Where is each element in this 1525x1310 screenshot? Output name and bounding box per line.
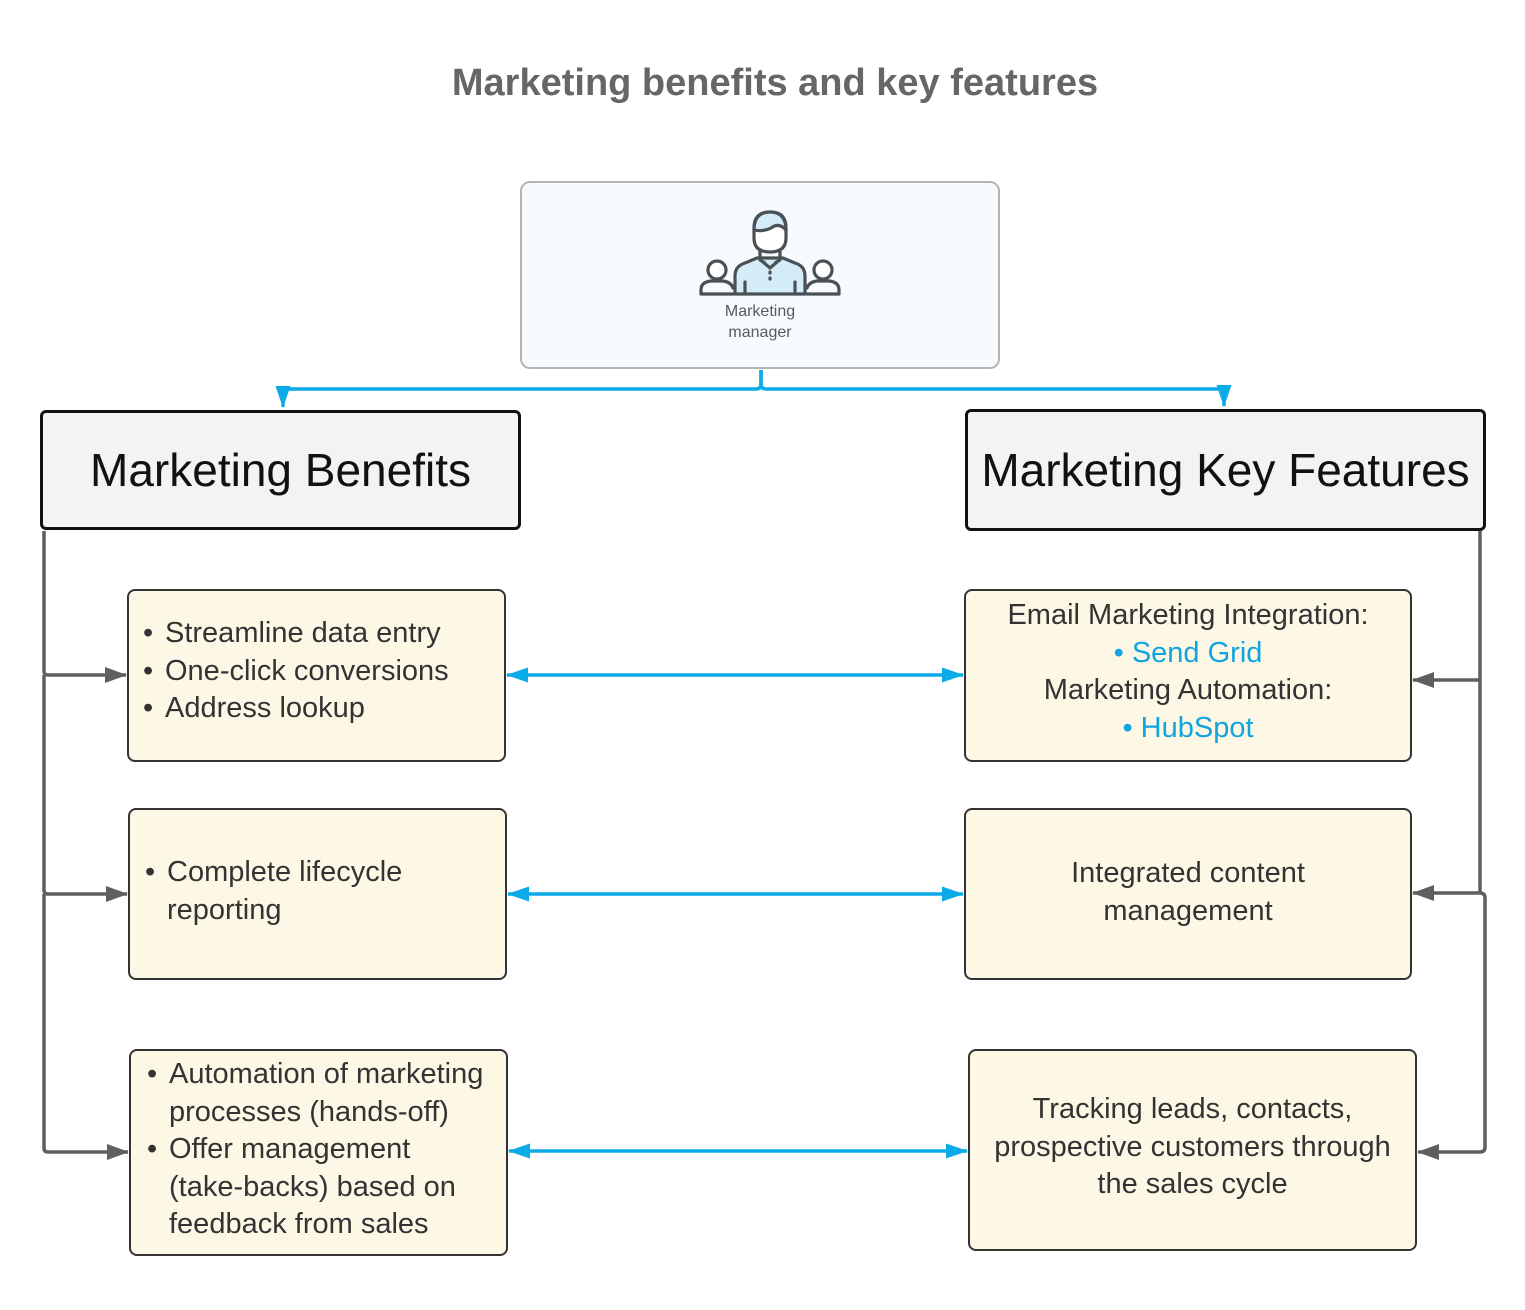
- benefit-item: Streamline data entry: [129, 615, 504, 653]
- diagram-title: Marketing benefits and key features: [451, 62, 1099, 104]
- feature-text: Integrated content management: [1071, 857, 1305, 927]
- benefit-card-1[interactable]: Streamline data entry One-click conversi…: [127, 589, 506, 762]
- connector-features-to-card-1: [1412, 531, 1482, 688]
- feature-link-hubspot[interactable]: • HubSpot: [1122, 711, 1254, 744]
- benefit-item: Complete lifecycle reporting: [131, 854, 431, 929]
- connector-features-to-card-3: [1417, 891, 1487, 1160]
- benefit-item: Address lookup: [129, 690, 504, 728]
- marketing-benefits-header[interactable]: Marketing Benefits: [40, 410, 521, 530]
- marketing-key-features-header[interactable]: Marketing Key Features: [965, 409, 1486, 531]
- connector-features-to-card-2: [1412, 680, 1482, 901]
- connector-benefits-to-card-2: [42, 675, 128, 902]
- benefit-item: Automation of marketing processes (hands…: [133, 1056, 509, 1131]
- benefit-item: Offer management (take-backs) based on f…: [133, 1131, 469, 1244]
- feature-line-email-integration: Email Marketing Integration:: [1007, 599, 1369, 631]
- connector-benefits-to-card-1: [42, 531, 127, 683]
- connector-root-to-features: [759, 370, 1232, 407]
- feature-line-marketing-automation: Marketing Automation:: [1043, 674, 1333, 706]
- people-group-icon: [699, 210, 841, 296]
- benefit-item: One-click conversions: [129, 653, 504, 691]
- connector-benefits-to-card-3: [42, 894, 129, 1160]
- connector-root-to-benefits: [275, 370, 763, 408]
- marketing-manager-label: Marketing manager: [724, 303, 796, 341]
- feature-text: Tracking leads, contacts, prospective cu…: [994, 1093, 1391, 1200]
- feature-link-send-grid[interactable]: • Send Grid: [1113, 636, 1263, 669]
- benefit-card-2[interactable]: Complete lifecycle reporting: [128, 808, 507, 980]
- feature-card-3[interactable]: Tracking leads, contacts, prospective cu…: [968, 1049, 1417, 1251]
- feature-card-2[interactable]: Integrated content management: [964, 808, 1412, 980]
- feature-card-1[interactable]: Email Marketing Integration: • Send Grid…: [964, 589, 1412, 762]
- benefit-card-3[interactable]: Automation of marketing processes (hands…: [129, 1049, 508, 1256]
- marketing-manager-node[interactable]: Marketing manager: [520, 181, 1000, 369]
